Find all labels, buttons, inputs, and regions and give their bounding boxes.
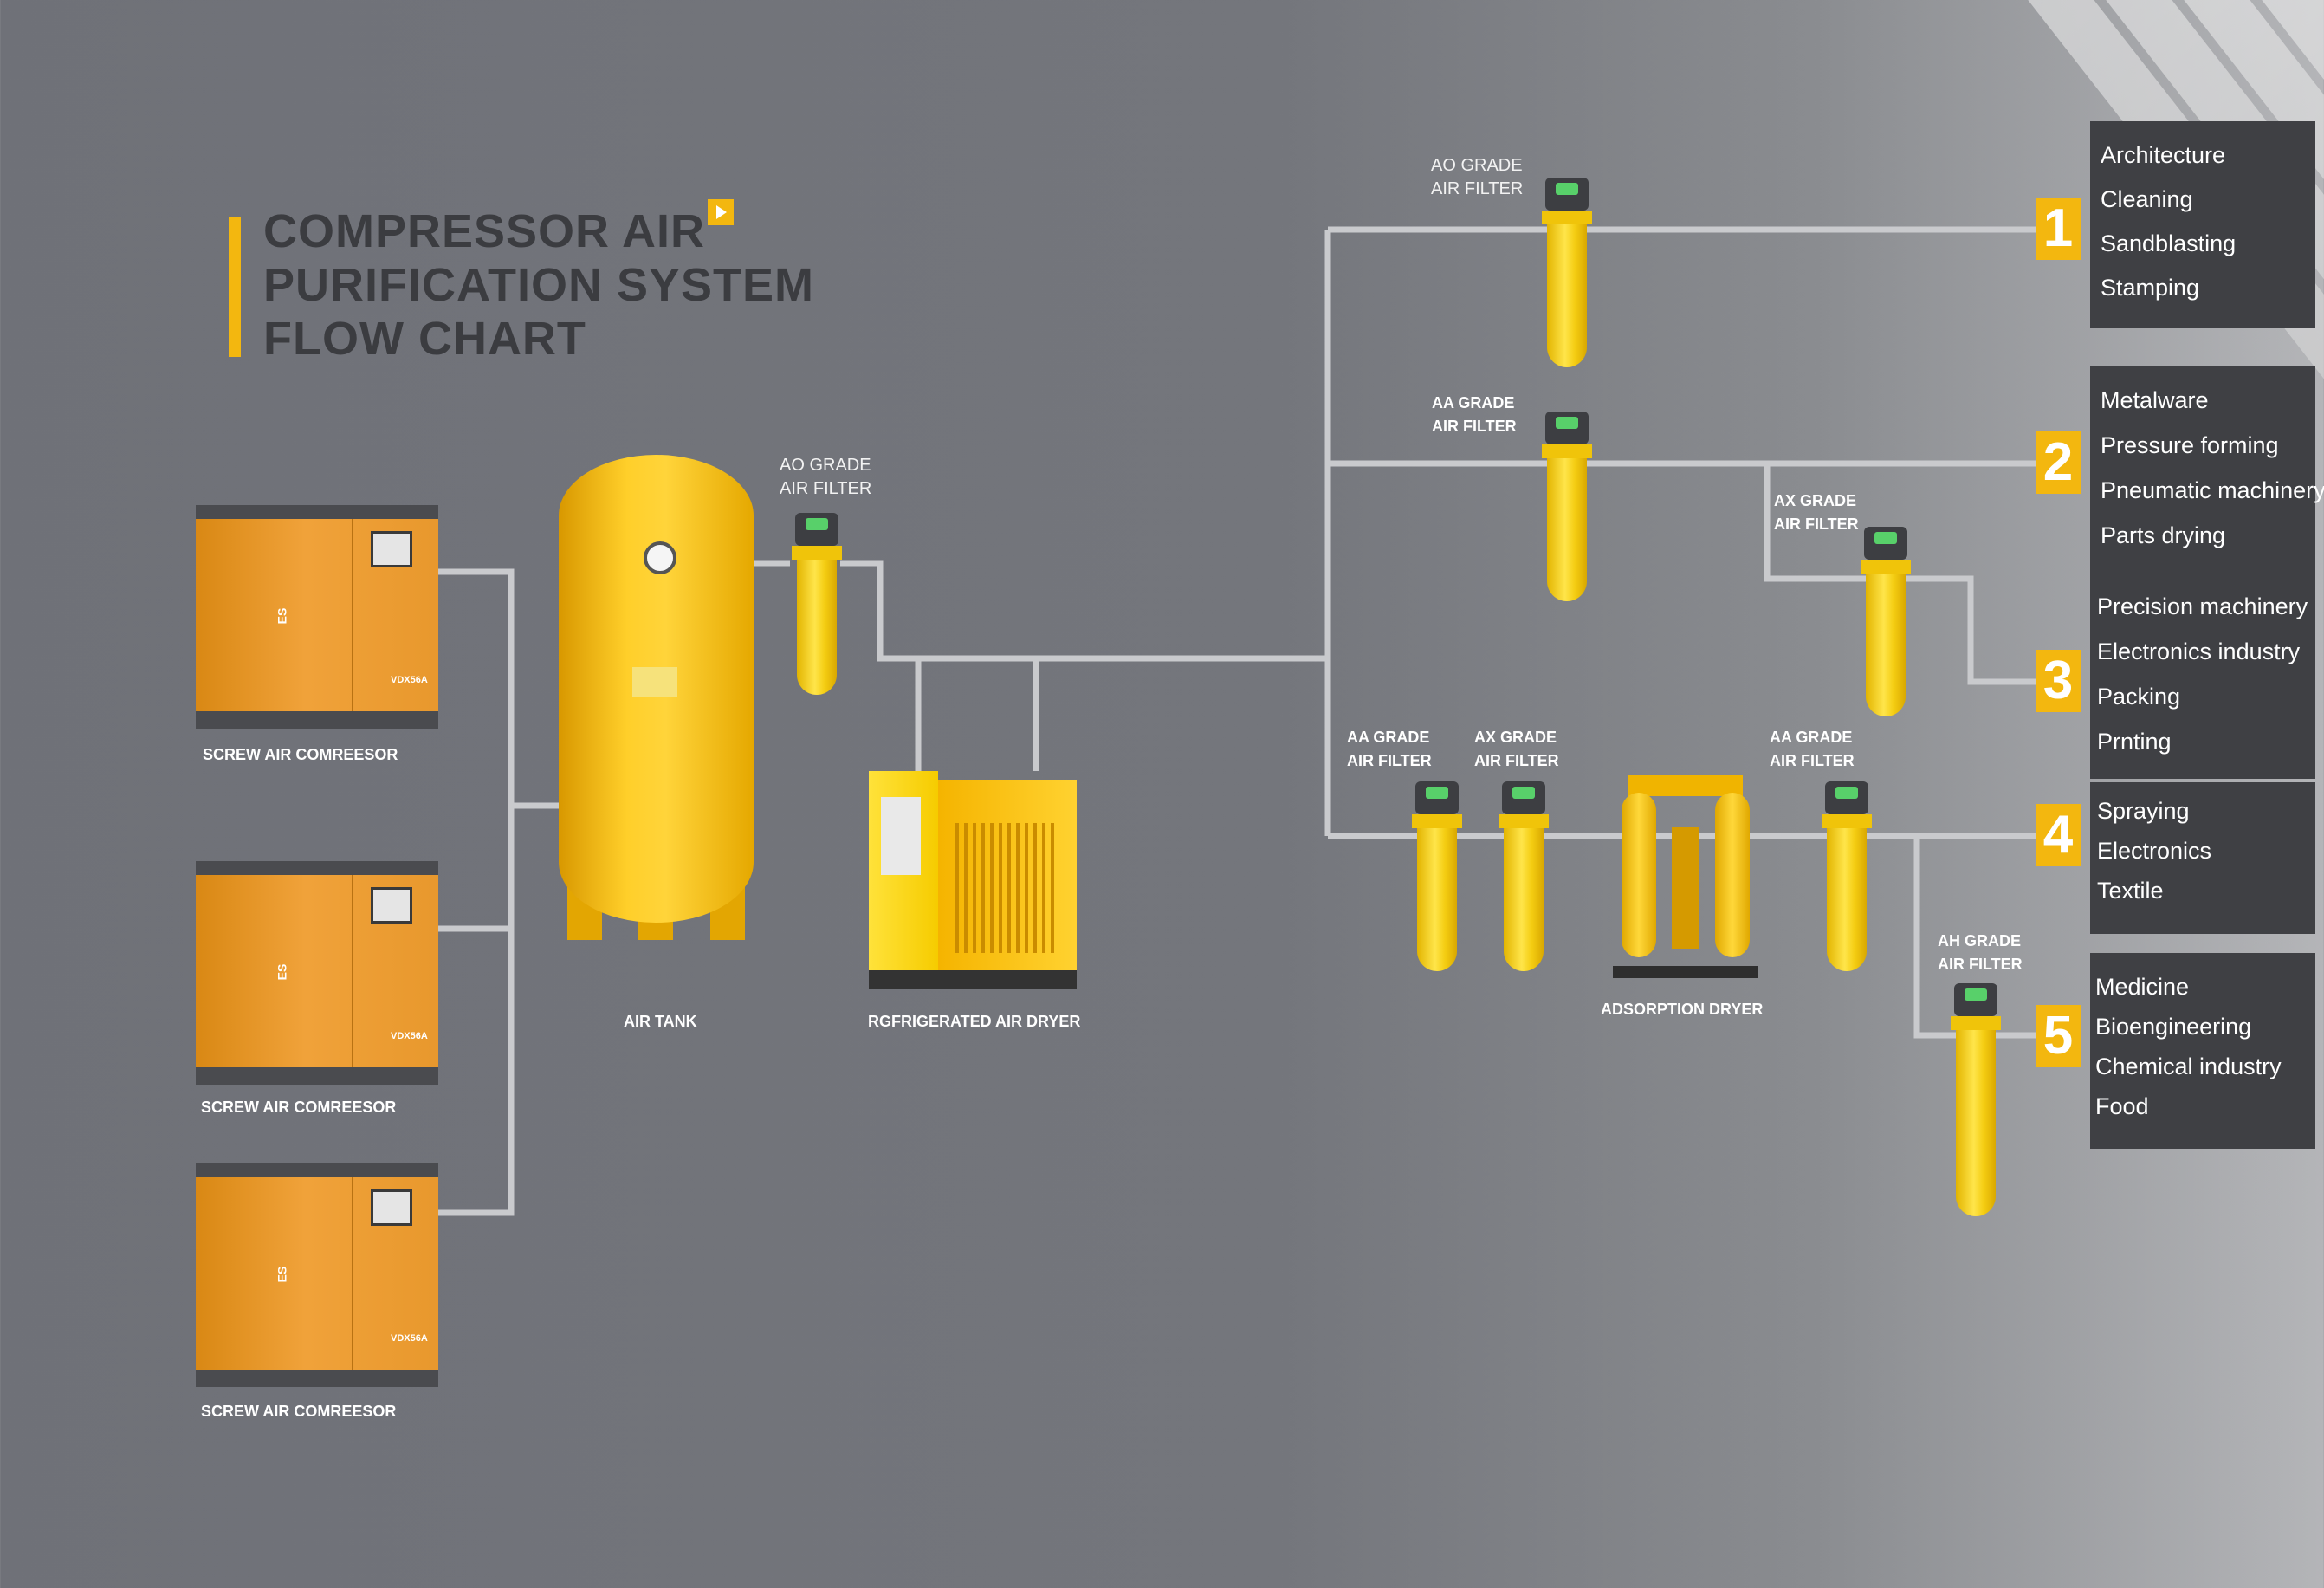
- compressor-model: VDX56A: [391, 675, 428, 685]
- compressor-brand: ES: [275, 963, 289, 981]
- application-item: Parts drying: [2101, 522, 2226, 548]
- application-item: Chemical industry: [2095, 1053, 2282, 1079]
- page-title: COMPRESSOR AIR PURIFICATION SYSTEM FLOW …: [263, 204, 814, 366]
- title-line-1: COMPRESSOR AIR: [263, 205, 706, 257]
- adsorption-dryer: [1613, 767, 1758, 983]
- compressor-brand: ES: [275, 607, 289, 625]
- application-item: Electronics industry: [2097, 638, 2301, 664]
- output-number-2: 2: [2036, 431, 2081, 494]
- compressor-label: SCREW AIR COMREESOR: [201, 1403, 397, 1420]
- refrigerated-air-dryer: [869, 771, 1077, 996]
- application-panel-1: Architecture Cleaning Sandblasting Stamp…: [2090, 121, 2315, 328]
- air-tank-label: AIR TANK: [624, 1013, 697, 1030]
- control-display-icon: [371, 1189, 412, 1226]
- output-number-5: 5: [2036, 1005, 2081, 1067]
- title-line-3: FLOW CHART: [263, 313, 586, 365]
- dryer-label: RGFRIGERATED AIR DRYER: [868, 1013, 1081, 1030]
- filter-gauge-icon: [1415, 781, 1459, 814]
- output-number-3: 3: [2036, 650, 2081, 712]
- filter-gauge-icon: [1545, 178, 1589, 211]
- filter-gauge-icon: [1954, 983, 1997, 1016]
- title-accent-bar: [229, 217, 241, 357]
- application-item: Food: [2095, 1093, 2149, 1119]
- compressor-label: SCREW AIR COMREESOR: [201, 1099, 397, 1116]
- application-panel-4: Spraying Electronics Textile: [2090, 782, 2315, 934]
- screw-air-compressor-3: ES VDX56A: [196, 1163, 438, 1387]
- application-item: Textile: [2097, 878, 2164, 904]
- application-item: Packing: [2097, 684, 2181, 710]
- output-number-1: 1: [2036, 198, 2081, 260]
- application-item: Metalware: [2101, 387, 2209, 413]
- application-item: Stamping: [2101, 275, 2200, 301]
- pressure-gauge-icon: [644, 541, 676, 574]
- title-line-2: PURIFICATION SYSTEM: [263, 259, 815, 311]
- air-tank: [559, 455, 754, 940]
- application-item: Sandblasting: [2101, 230, 2237, 256]
- compressor-label: SCREW AIR COMREESOR: [203, 746, 398, 763]
- compressor-model: VDX56A: [391, 1031, 428, 1041]
- application-item: Electronics: [2097, 838, 2212, 864]
- control-display-icon: [371, 531, 412, 567]
- application-panel-2: Metalware Pressure forming Pneumatic mac…: [2090, 366, 2324, 573]
- filter-gauge-icon: [1545, 412, 1589, 444]
- application-item: Bioengineering: [2095, 1014, 2252, 1040]
- filter-gauge-icon: [795, 513, 838, 546]
- application-item: Pneumatic machinery: [2101, 477, 2324, 503]
- control-display-icon: [371, 887, 412, 924]
- application-item: Architecture: [2101, 142, 2226, 168]
- dryer-control-panel: [881, 797, 921, 875]
- play-icon: [708, 199, 734, 225]
- nameplate: [632, 667, 677, 697]
- application-item: Medicine: [2095, 974, 2190, 1000]
- filter-gauge-icon: [1864, 527, 1907, 560]
- adsorption-dryer-label: ADSORPTION DRYER: [1601, 1001, 1764, 1018]
- screw-air-compressor-2: ES VDX56A: [196, 861, 438, 1085]
- compressor-brand: ES: [275, 1266, 289, 1283]
- application-panel-3: Precision machinery Electronics industry…: [2090, 572, 2315, 779]
- filter-gauge-icon: [1825, 781, 1868, 814]
- output-number-4: 4: [2036, 804, 2081, 866]
- application-item: Precision machinery: [2097, 593, 2308, 619]
- application-item: Prnting: [2097, 729, 2172, 755]
- application-item: Pressure forming: [2101, 432, 2279, 458]
- application-item: Cleaning: [2101, 186, 2193, 212]
- application-item: Spraying: [2097, 798, 2190, 824]
- filter-gauge-icon: [1502, 781, 1545, 814]
- application-panel-5: Medicine Bioengineering Chemical industr…: [2090, 953, 2315, 1149]
- compressor-model: VDX56A: [391, 1333, 428, 1344]
- screw-air-compressor-1: ES VDX56A: [196, 505, 438, 729]
